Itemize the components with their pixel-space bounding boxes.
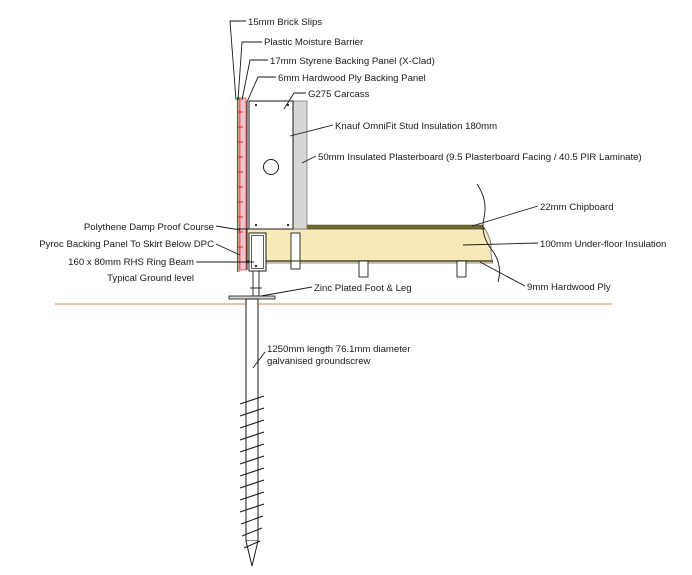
leader-plasterboard [301,155,317,164]
leader-groundscrew [252,351,266,369]
groundscrew [239,298,265,567]
label-ply-backing: 6mm Hardwood Ply Backing Panel [278,73,426,84]
floor-joist [290,232,301,270]
chipboard-layer [292,224,486,230]
floor-break-line [476,183,500,283]
ring-beam [248,232,267,272]
leader-carcass [283,92,306,110]
leader-dpc [215,225,241,231]
leader-moisture-barrier [237,41,262,101]
label-plasterboard: 50mm Insulated Plasterboard (9.5 Plaster… [318,152,642,163]
label-stud-insulation: Knauf OmniFit Stud Insulation 180mm [335,121,497,132]
underfloor-insulation-shape [245,228,494,264]
leader-ply-backing [246,76,276,103]
label-groundscrew-2: galvanised groundscrew [267,356,371,367]
label-ground-level: Typical Ground level [107,273,194,284]
leader-chipboard [471,205,539,227]
label-groundscrew-1: 1250mm length 76.1mm diameter [267,344,411,355]
service-hole [263,159,279,175]
wall-panel [236,97,308,272]
fixing-dot [286,223,290,227]
label-carcass: G275 Carcass [308,89,370,100]
floor-joist [456,260,467,278]
leader-pyroc [215,243,241,256]
fixing-dot [254,103,258,107]
leader-hardwood-ply [479,261,526,287]
label-moisture-barrier: Plastic Moisture Barrier [264,37,364,48]
screw-thread [239,395,265,549]
stud-insulation-shape [292,100,308,230]
label-dpc: Polythene Damp Proof Course [84,222,214,233]
label-brick-slips: 15mm Brick Slips [248,17,322,28]
label-styrene-panel: 17mm Styrene Backing Panel (X-Clad) [270,56,435,67]
leader-brick-slips [229,20,246,101]
floor-joist [358,260,369,278]
leader-foot-leg [260,286,313,297]
label-ring-beam: 160 x 80mm RHS Ring Beam [68,257,194,268]
leader-underfloor [462,242,539,246]
fixing-dot [286,103,290,107]
screw-shaft [245,298,259,542]
label-foot-leg: Zinc Plated Foot & Leg [314,283,412,294]
leg-shaft [252,270,260,297]
leader-styrene [241,59,268,101]
leader-stud-insulation [289,124,334,137]
styrene-panel-shape [239,97,247,271]
fixing-dot [254,223,258,227]
leader-lines [196,20,539,369]
fixing-dot [254,264,258,268]
label-hardwood-ply: 9mm Hardwood Ply [527,282,611,293]
label-pyroc: Pyroc Backing Panel To Skirt Below DPC [39,239,214,250]
floor-buildup [245,183,500,283]
label-underfloor-insulation: 100mm Under-floor Insulation [540,239,666,250]
label-chipboard: 22mm Chipboard [540,202,614,213]
screw-tip [245,540,259,567]
ring-beam-inner [251,235,264,269]
labels: 15mm Brick Slips Plastic Moisture Barrie… [39,17,666,367]
